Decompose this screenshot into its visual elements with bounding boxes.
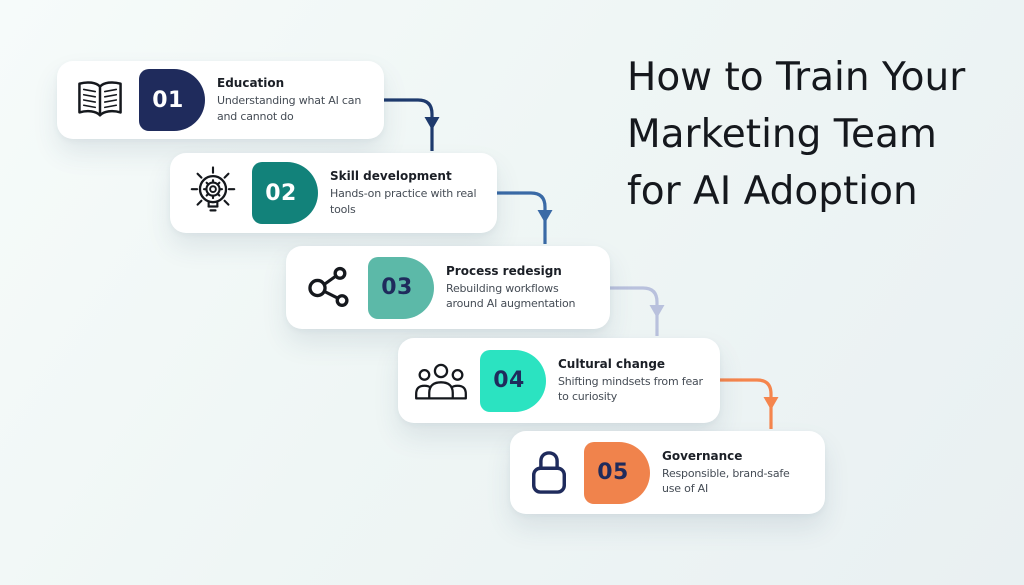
- page-title-line-2: Marketing Team: [627, 111, 937, 157]
- step-title: Governance: [662, 448, 743, 463]
- step-description: Responsible, brand-safe use of AI: [662, 466, 790, 495]
- step-description: Shifting mindsets from fear to curiosity: [558, 374, 703, 403]
- step-number: 05: [597, 460, 629, 485]
- open-book-icon: [73, 78, 127, 122]
- connector-line-2: [497, 191, 547, 244]
- connector-arrowhead-3: [649, 305, 665, 318]
- step-description: Rebuilding workflows around AI augmentat…: [446, 281, 576, 310]
- step-number: 02: [265, 180, 297, 206]
- step-number-badge: 02: [252, 162, 318, 224]
- step-number-badge: 01: [139, 69, 205, 131]
- page-title: How to Train Your Marketing Team for AI …: [627, 50, 1009, 221]
- connector-line-3: [610, 286, 659, 336]
- page-title-line-1: How to Train Your: [627, 55, 966, 100]
- lock-icon: [526, 448, 572, 498]
- page-title-line-3: for AI Adoption: [627, 168, 918, 214]
- step-number: 01: [152, 87, 184, 113]
- step-description: Hands-on practice with real tools: [330, 187, 477, 216]
- step-card-cultural-change: 04 Cultural change Shifting mindsets fro…: [398, 338, 720, 423]
- connector-arrowhead-2: [537, 210, 553, 223]
- connector-line-1: [384, 98, 434, 151]
- step-number: 04: [493, 368, 525, 393]
- step-title: Skill development: [330, 169, 452, 184]
- step-card-education: 01 Education Understanding what AI can a…: [57, 61, 384, 139]
- step-card-governance: 05 Governance Responsible, brand-safe us…: [510, 431, 825, 514]
- step-number: 03: [381, 275, 413, 300]
- step-number-badge: 03: [368, 256, 434, 319]
- step-card-skill-development: 02 Skill development Hands-on practice w…: [170, 153, 497, 233]
- people-group-icon: [414, 359, 468, 403]
- connector-arrow-4: [720, 378, 779, 429]
- step-card-process-redesign: 03 Process redesign Rebuilding workflows…: [286, 246, 610, 329]
- lightbulb-gear-icon: [186, 164, 240, 222]
- connector-line-4: [720, 378, 773, 429]
- connector-arrow-2: [497, 191, 553, 244]
- step-title: Education: [217, 76, 285, 91]
- connector-arrow-1: [384, 98, 440, 151]
- connector-arrowhead-1: [424, 117, 440, 130]
- step-number-badge: 04: [480, 349, 546, 412]
- connector-arrow-3: [610, 286, 665, 336]
- share-nodes-icon: [302, 265, 356, 311]
- step-description: Understanding what AI can and cannot do: [217, 94, 362, 123]
- step-number-badge: 05: [584, 441, 650, 504]
- step-title: Process redesign: [446, 263, 562, 278]
- step-title: Cultural change: [558, 356, 666, 371]
- connector-arrowhead-4: [763, 397, 779, 410]
